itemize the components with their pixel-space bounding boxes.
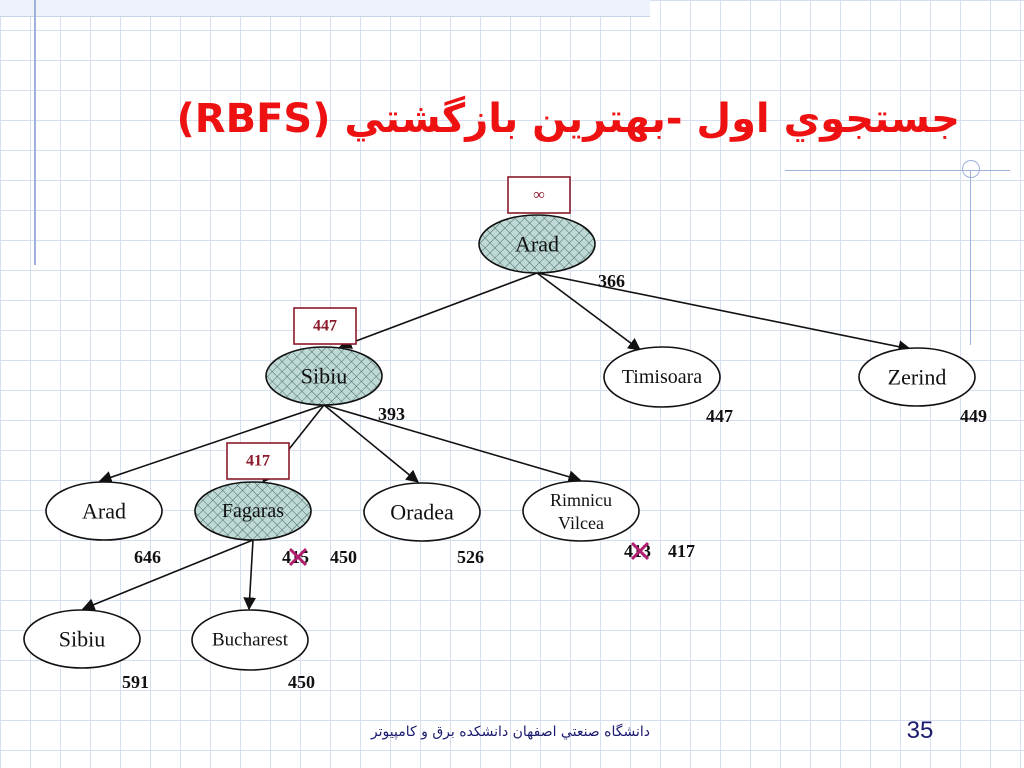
f-value-arad_root: 366 xyxy=(598,271,625,291)
f-limit-value-fagaras: 417 xyxy=(246,453,270,470)
cross-mark-icon-fagaras xyxy=(288,547,308,567)
node-label-arad_2: Arad xyxy=(82,499,126,524)
f-value-sibiu_2: 591 xyxy=(122,672,149,692)
node-label-fagaras: Fagaras xyxy=(222,500,284,522)
node-label-timisoara: Timisoara xyxy=(622,366,703,388)
node-arad_root xyxy=(478,214,596,274)
footer-institution: دانشگاه صنعتي اصفهان دانشکده برق و کامپي… xyxy=(370,724,650,740)
cross-mark-icon-rimnicu xyxy=(630,541,650,561)
node-zerind xyxy=(858,347,976,407)
edge-sibiu-to-oradea xyxy=(323,404,419,483)
edge-arad_root-to-zerind xyxy=(536,272,912,353)
f-value-arad_2: 646 xyxy=(134,547,161,567)
f-limit-box-fagaras xyxy=(226,442,290,480)
edge-fagaras-to-sibiu_2 xyxy=(81,539,254,611)
node-label-zerind: Zerind xyxy=(888,365,947,390)
f-value-zerind: 449 xyxy=(960,406,987,426)
node-label-oradea: Oradea xyxy=(390,500,454,525)
node-label-arad_root: Arad xyxy=(515,232,559,257)
node-label-rimnicu-1: Vilcea xyxy=(558,513,604,533)
node-bucharest xyxy=(191,609,309,671)
decorative-horizontal-rule xyxy=(785,170,1010,171)
f-limit-value-arad_root: ∞ xyxy=(533,187,544,204)
edge-fagaras-to-bucharest xyxy=(243,539,257,611)
node-timisoara xyxy=(603,346,721,408)
page-number: 35 xyxy=(906,717,934,744)
decorative-vertical-rule xyxy=(34,0,36,265)
f-value-sibiu: 393 xyxy=(378,404,405,424)
f-value-timisoara: 447 xyxy=(706,406,733,426)
node-arad_2 xyxy=(45,481,163,541)
f-limit-box-arad_root xyxy=(507,176,571,214)
node-label-bucharest: Bucharest xyxy=(212,630,289,651)
node-sibiu xyxy=(265,346,383,406)
node-label-sibiu: Sibiu xyxy=(301,364,347,389)
edge-sibiu-to-rimnicu xyxy=(323,404,582,483)
slide-title: جستجوي اول -بهترين بازگشتي (RBFS) xyxy=(176,96,960,142)
node-rimnicu xyxy=(522,480,640,542)
edge-sibiu-to-arad_2 xyxy=(98,404,325,484)
node-fagaras xyxy=(194,481,312,541)
edge-arad_root-to-timisoara xyxy=(536,272,642,351)
top-band xyxy=(0,0,650,17)
node-sibiu_2 xyxy=(23,609,141,669)
node-label-sibiu_2: Sibiu xyxy=(59,627,105,652)
edge-arad_root-to-sibiu xyxy=(338,272,538,349)
decorative-right-rule xyxy=(970,170,971,345)
f-limit-value-sibiu: 447 xyxy=(313,318,337,335)
decorative-ring xyxy=(962,160,980,178)
node-label-rimnicu-0: Rimnicu xyxy=(550,490,612,510)
f-value-rimnicu: 417 xyxy=(668,541,695,561)
node-oradea xyxy=(363,482,481,542)
f-limit-box-sibiu xyxy=(293,307,357,345)
f-value-bucharest: 450 xyxy=(288,672,315,692)
f-value-oradea: 526 xyxy=(457,547,484,567)
f-value-fagaras: 450 xyxy=(330,547,357,567)
